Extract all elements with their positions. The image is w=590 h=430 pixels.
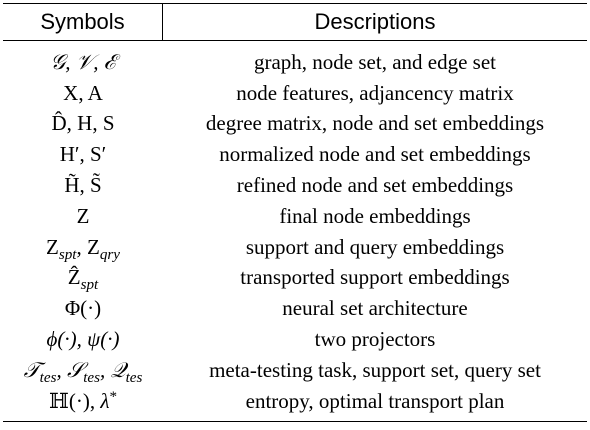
- header-row: Symbols Descriptions: [3, 4, 587, 40]
- table-row: Zspt, Zqry support and query embeddings: [3, 232, 587, 263]
- description-cell: final node embeddings: [279, 203, 471, 228]
- description-cell: degree matrix, node and set embeddings: [205, 111, 545, 136]
- table-row: Z final node embeddings: [3, 201, 587, 232]
- table-row: Ẑspt transported support embeddings: [3, 263, 587, 294]
- symbols-header-cell: Symbols: [3, 4, 163, 40]
- header-rule: [3, 40, 587, 41]
- description-cell: graph, node set, and edge set: [253, 49, 496, 74]
- table-row: ℍ(·), λ* entropy, optimal transport plan: [3, 386, 587, 417]
- symbol-cell: H̃, S̃: [64, 173, 102, 198]
- table-row: H̃, S̃ refined node and set embeddings: [3, 170, 587, 201]
- table-row: ϕ(·), ψ(·) two projectors: [3, 324, 587, 355]
- description-cell: refined node and set embeddings: [236, 173, 514, 198]
- symbol-cell: Ẑspt: [67, 265, 99, 294]
- table-body: 𝒢, 𝒱, ℰ graph, node set, and edge set X,…: [3, 41, 587, 421]
- table-row: 𝒯tes, 𝒮tes, 𝒬tes meta-testing task, supp…: [3, 355, 587, 386]
- top-rule: [3, 3, 587, 4]
- descriptions-header: Descriptions: [314, 9, 436, 34]
- symbol-cell: X, A: [63, 80, 103, 105]
- table-row: Φ(·) neural set architecture: [3, 293, 587, 324]
- bottom-rule: [3, 420, 587, 422]
- description-cell: transported support embeddings: [240, 265, 510, 290]
- description-cell: meta-testing task, support set, query se…: [209, 357, 541, 382]
- description-cell: two projectors: [314, 327, 436, 352]
- description-cell: neural set architecture: [282, 296, 468, 321]
- symbol-cell: Zspt, Zqry: [46, 234, 120, 263]
- symbol-cell: 𝒢, 𝒱, ℰ: [50, 49, 116, 74]
- table-row: X, A node features, adjancency matrix: [3, 78, 587, 109]
- symbol-cell: ℍ(·), λ*: [49, 388, 117, 413]
- symbol-cell: ϕ(·), ψ(·): [46, 327, 120, 352]
- description-cell: node features, adjancency matrix: [236, 80, 514, 105]
- table-row: D̂, H, S degree matrix, node and set emb…: [3, 109, 587, 140]
- symbols-header: Symbols: [40, 9, 125, 34]
- description-cell: normalized node and set embeddings: [219, 142, 531, 167]
- symbol-cell: Φ(·): [64, 296, 102, 321]
- symbol-cell: H′, S′: [59, 142, 107, 167]
- symbol-cell: Z: [76, 203, 90, 228]
- descriptions-header-cell: Descriptions: [163, 9, 587, 35]
- symbol-cell: D̂, H, S: [51, 111, 115, 136]
- description-cell: support and query embeddings: [245, 234, 505, 259]
- table-row: H′, S′ normalized node and set embedding…: [3, 139, 587, 170]
- notation-table: Symbols Descriptions 𝒢, 𝒱, ℰ graph, node…: [3, 3, 587, 422]
- symbol-cell: 𝒯tes, 𝒮tes, 𝒬tes: [23, 357, 143, 386]
- description-cell: entropy, optimal transport plan: [245, 388, 505, 413]
- table-row: 𝒢, 𝒱, ℰ graph, node set, and edge set: [3, 47, 587, 78]
